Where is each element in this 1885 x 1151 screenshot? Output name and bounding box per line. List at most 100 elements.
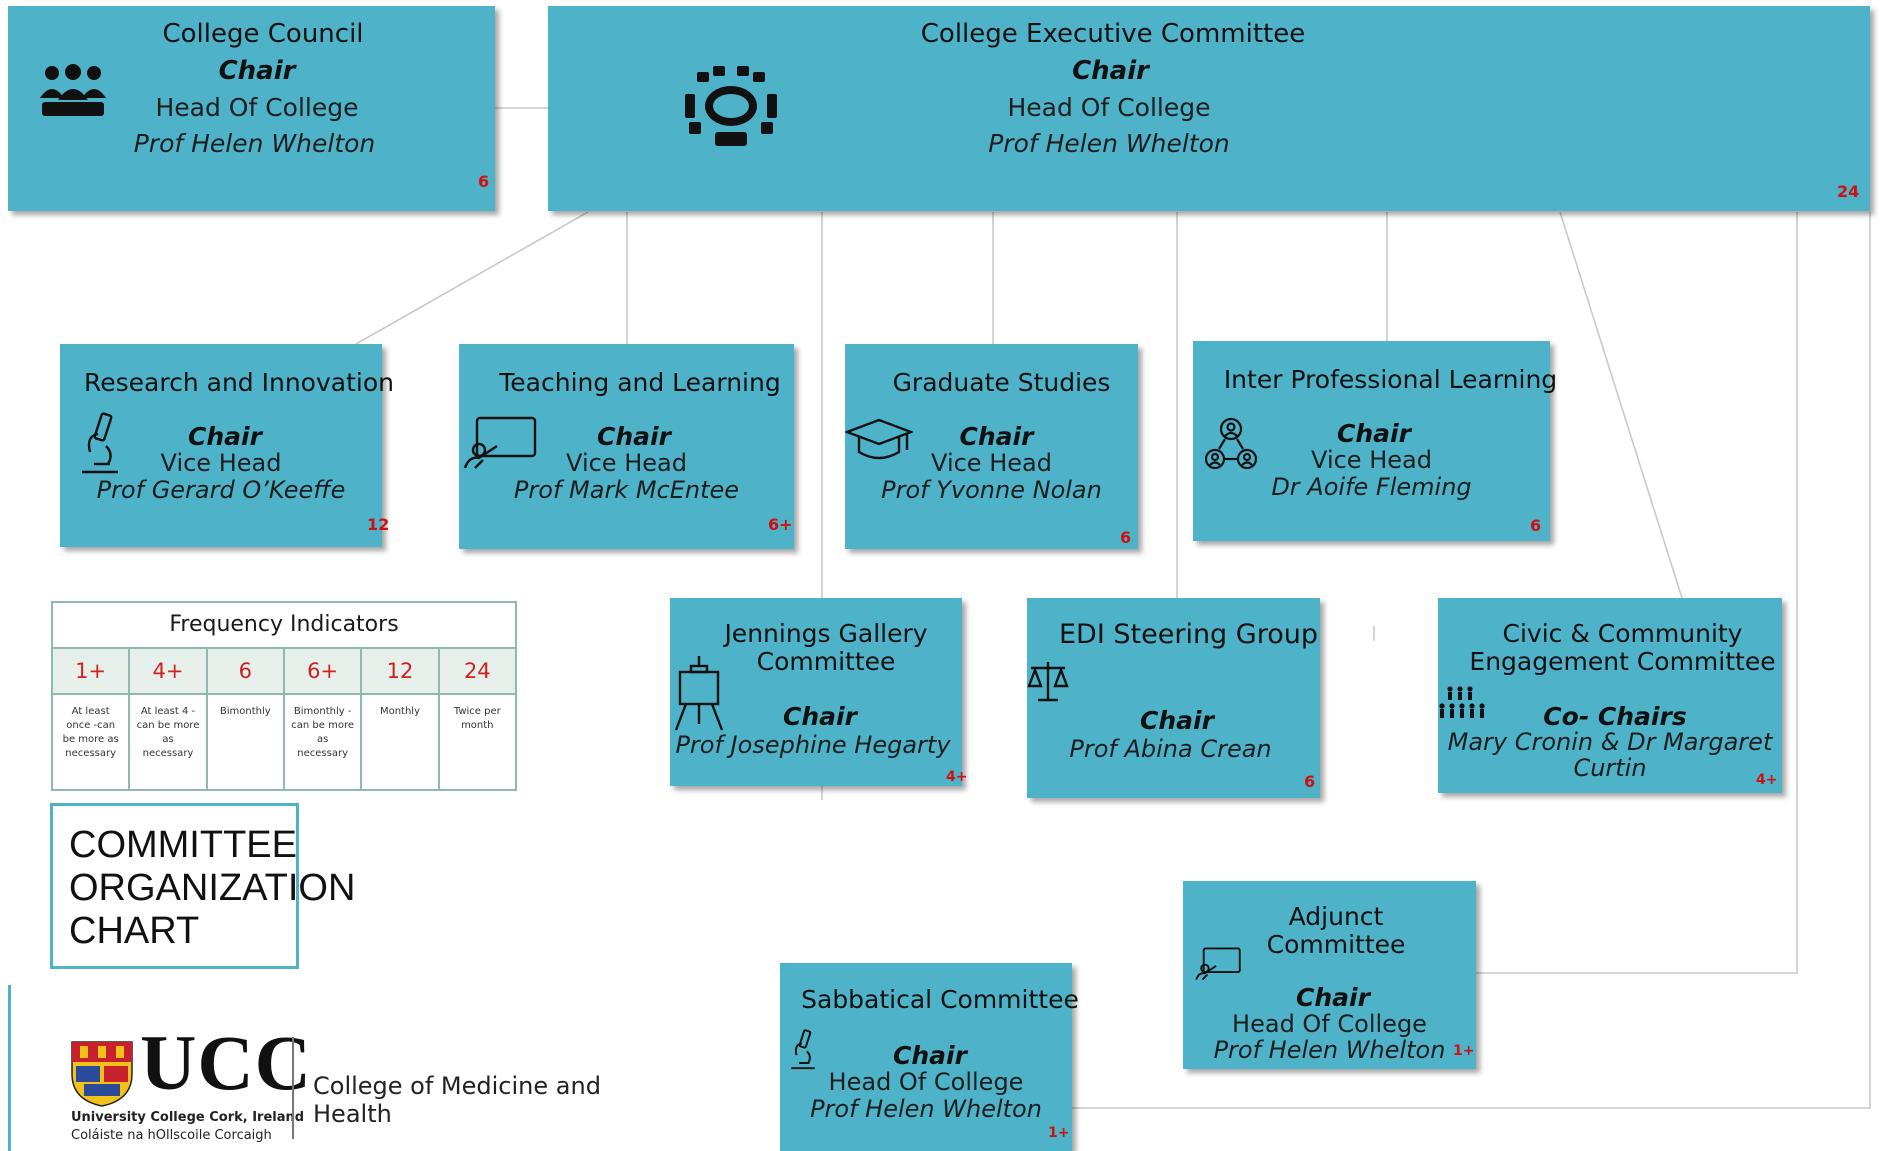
frequency-indicator: 6 (1304, 772, 1316, 791)
frequency-indicator: 1+ (1048, 1125, 1070, 1141)
ucc-crest-icon (70, 1040, 134, 1112)
inter-professional-learning-box: Inter Professional Learning Chair Vice H… (1193, 341, 1557, 541)
chair-name: Dr Aoife Fleming (1271, 473, 1472, 501)
meeting-table-icon (685, 64, 777, 148)
chair-label: Co- Chairs (1543, 702, 1687, 731)
box-title: College Council (162, 19, 364, 49)
chair-position: Head Of College (1232, 1010, 1427, 1038)
chair-label: Chair (1140, 706, 1214, 735)
legend-title: Frequency Indicators (53, 603, 515, 649)
legend-codes-row: 1+ 4+ 6 6+ 12 24 (53, 649, 515, 695)
microscope-icon (790, 1029, 816, 1071)
community-icon (1438, 686, 1490, 722)
ucc-logo: UCC University College Cork, Ireland Col… (8, 985, 680, 1151)
teaching-learning-box: Teaching and Learning Chair Vice Head Pr… (459, 344, 794, 549)
box-title: Graduate Studies (892, 368, 1111, 397)
teacher-board-icon (1195, 947, 1241, 981)
chair-label: Chair (1337, 419, 1411, 448)
edi-steering-group-box: EDI Steering Group Chair Prof Abina Crea… (1027, 598, 1320, 798)
chair-name: Prof Gerard O’Keeffe (96, 476, 346, 504)
legend-description: Bimonthly (208, 695, 285, 791)
graduate-studies-box: Graduate Studies Chair Vice Head Prof Yv… (845, 344, 1138, 549)
teacher-board-icon (463, 416, 537, 470)
box-title: Jennings Gallery Committee (724, 619, 928, 676)
research-innovation-box: Research and Innovation Chair Vice Head … (60, 344, 394, 547)
frequency-legend: Frequency Indicators 1+ 4+ 6 6+ 12 24 At… (51, 601, 517, 791)
box-title: Research and Innovation (84, 368, 394, 397)
chair-name: Mary Cronin & Dr Margaret Curtin (1447, 728, 1773, 782)
chart-title-box: COMMITTEE ORGANIZATION CHART (50, 803, 355, 969)
frequency-indicator: 4+ (1756, 772, 1778, 788)
chair-label: Chair (597, 422, 671, 451)
chair-name: Prof Abina Crean (1069, 735, 1272, 763)
scales-icon (1027, 660, 1069, 704)
logo-university-name: University College Cork, Ireland (71, 1110, 305, 1125)
logo-college-name: College of Medicine and Health (313, 1072, 601, 1128)
frequency-indicator: 6+ (768, 515, 793, 534)
chair-name: Prof Helen Whelton (988, 129, 1230, 158)
box-title: EDI Steering Group (1059, 619, 1318, 650)
chart-title: COMMITTEE ORGANIZATION CHART (69, 824, 356, 952)
legend-description: At least 4 -can be more as necessary (130, 695, 208, 791)
easel-icon (674, 654, 724, 732)
box-title: Civic & Community Engagement Committee (1469, 619, 1776, 676)
chair-label: Chair (959, 422, 1034, 451)
frequency-indicator: 24 (1837, 182, 1860, 201)
people-group-icon (40, 64, 106, 118)
chair-position: Head Of College (1007, 93, 1211, 122)
frequency-indicator: 6 (478, 172, 490, 191)
chair-name: Prof Mark McEntee (513, 476, 740, 504)
chair-label: Chair (893, 1041, 967, 1070)
logo-irish-name: Coláiste na hOllscoile Corcaigh (71, 1128, 272, 1143)
legend-code: 4+ (130, 649, 208, 693)
box-title: Sabbatical Committee (801, 985, 1079, 1014)
frequency-indicator: 1+ (1453, 1043, 1475, 1059)
frequency-indicator: 6 (1530, 516, 1542, 535)
college-executive-box: College Executive Committee Chair Head O… (548, 6, 1870, 211)
legend-description: Monthly (362, 695, 440, 791)
sabbatical-committee-box: Sabbatical Committee Chair Head Of Colle… (780, 963, 1079, 1151)
chair-position: Vice Head (1311, 446, 1432, 474)
civic-community-box: Civic & Community Engagement Committee C… (1438, 598, 1782, 793)
legend-code: 6+ (285, 649, 363, 693)
chair-position: Vice Head (566, 449, 687, 477)
box-title: College Executive Committee (920, 19, 1306, 49)
chair-position: Head Of College (155, 93, 359, 122)
chair-label: Chair (1296, 983, 1370, 1012)
graduation-cap-icon (845, 418, 913, 464)
chair-position: Head Of College (828, 1068, 1024, 1096)
microscope-icon (80, 412, 120, 476)
legend-code: 1+ (53, 649, 131, 693)
legend-code: 6 (208, 649, 285, 693)
chair-name: Prof Yvonne Nolan (881, 476, 1102, 504)
chair-label: Chair (783, 702, 857, 731)
legend-description: Twice per month (453, 706, 501, 731)
jennings-gallery-box: Jennings Gallery Committee Chair Prof Jo… (670, 598, 967, 786)
frequency-indicator: 6 (1120, 528, 1132, 547)
legend-description: Bimonthly - can be more as necessary (285, 695, 363, 791)
chair-label: Chair (188, 422, 262, 451)
legend-code: 12 (362, 649, 440, 693)
college-council-box: College Council Chair Head Of College Pr… (8, 6, 495, 211)
logo-accent-bar (8, 985, 11, 1151)
frequency-indicator: 12 (367, 515, 390, 534)
box-title: Inter Professional Learning (1223, 365, 1558, 394)
chair-name: Prof Josephine Hegarty (675, 731, 951, 759)
logo-divider (292, 1037, 294, 1139)
chair-name: Prof Helen Whelton (810, 1095, 1042, 1123)
chair-name: Prof Helen Whelton (1213, 1036, 1446, 1064)
chair-position: Vice Head (160, 449, 282, 477)
adjunct-committee-box: Adjunct Committee Chair Head Of College … (1183, 881, 1476, 1069)
chair-label: Chair (218, 56, 296, 86)
chair-label: Chair (1072, 56, 1149, 86)
legend-description: At least once -can be more as necessary (53, 695, 131, 791)
box-title: Adjunct Committee (1266, 902, 1406, 959)
logo-wordmark: UCC (140, 1019, 312, 1106)
chair-name: Prof Helen Whelton (133, 129, 376, 158)
frequency-indicator: 4+ (946, 769, 968, 785)
people-network-icon (1205, 417, 1257, 471)
legend-code: 24 (463, 659, 491, 683)
legend-descriptions-row: At least once -can be more as necessary … (53, 695, 515, 791)
box-title: Teaching and Learning (499, 368, 781, 397)
